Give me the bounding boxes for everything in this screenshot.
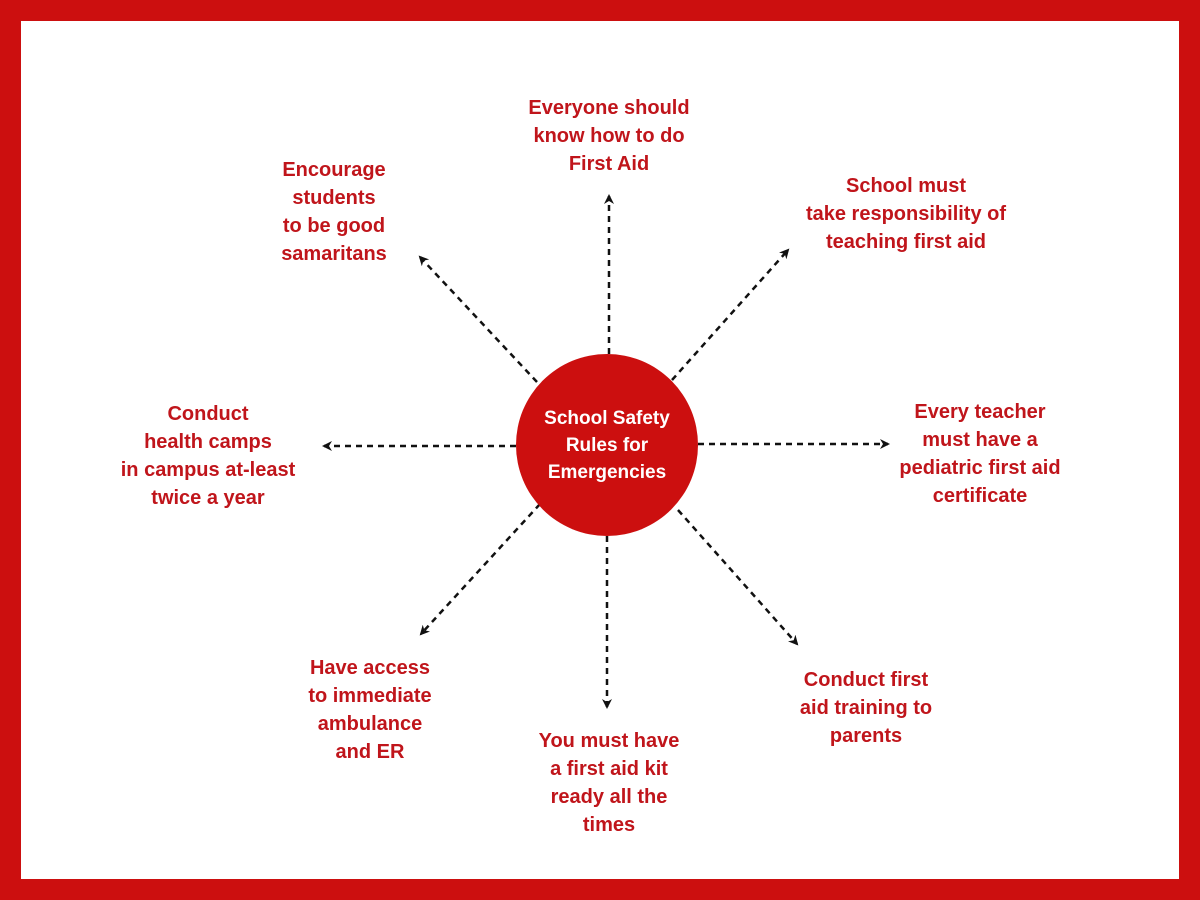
- center-line-1: School Safety: [544, 407, 670, 429]
- node-bottom-left-line-2: to immediate: [308, 685, 432, 707]
- node-left-line-4: twice a year: [151, 487, 265, 509]
- center-node: School Safety Rules for Emergencies: [516, 354, 698, 536]
- node-right-line-3: pediatric first aid: [899, 457, 1061, 479]
- node-left-line-3: in campus at-least: [120, 459, 296, 481]
- node-top-left-line-3: to be good: [282, 215, 386, 237]
- center-line-2: Rules for: [565, 434, 649, 456]
- arrow-top-left: [418, 255, 538, 383]
- node-bottom-line-4: times: [582, 814, 636, 836]
- node-top-left-line-4: samaritans: [281, 243, 387, 265]
- node-top-line-2: know how to do: [533, 125, 685, 147]
- node-bottom-line-2: a first aid kit: [550, 758, 668, 780]
- node-bottom-right: Conduct first aid training to parents: [766, 666, 966, 750]
- node-bottom-left: Have access to immediate ambulance and E…: [270, 654, 470, 766]
- node-right: Every teacher must have a pediatric firs…: [870, 398, 1090, 510]
- node-left: Conduct health camps in campus at-least …: [98, 400, 318, 512]
- node-bottom-line-3: ready all the: [550, 786, 668, 808]
- center-node-label: School Safety Rules for Emergencies: [532, 405, 682, 486]
- node-top-left-line-1: Encourage: [282, 159, 386, 181]
- node-right-line-4: certificate: [932, 485, 1028, 507]
- node-top-line-3: First Aid: [568, 153, 650, 175]
- node-bottom-line-1: You must have: [538, 730, 680, 752]
- node-top-right-line-3: teaching first aid: [825, 231, 987, 253]
- node-left-line-2: health camps: [144, 431, 272, 453]
- node-right-line-1: Every teacher: [914, 401, 1046, 423]
- node-bottom-right-line-3: parents: [829, 725, 903, 747]
- node-top-right-line-2: take responsibility of: [805, 203, 1007, 225]
- node-bottom-left-line-1: Have access: [309, 657, 431, 679]
- node-bottom-left-line-4: and ER: [335, 741, 405, 763]
- arrow-bottom-left: [419, 503, 541, 636]
- arrow-top-right: [671, 248, 790, 381]
- arrow-bottom-right: [677, 509, 799, 646]
- node-bottom-left-line-3: ambulance: [317, 713, 423, 735]
- node-top-line-1: Everyone should: [528, 97, 690, 119]
- node-top-right-line-1: School must: [845, 175, 966, 197]
- node-bottom: You must have a first aid kit ready all …: [509, 727, 709, 839]
- node-right-line-2: must have a: [922, 429, 1038, 451]
- node-left-line-1: Conduct: [167, 403, 249, 425]
- node-top-left: Encourage students to be good samaritans: [254, 156, 414, 268]
- node-top-left-line-2: students: [292, 187, 376, 209]
- node-bottom-right-line-1: Conduct first: [803, 669, 929, 691]
- node-top: Everyone should know how to do First Aid: [509, 94, 709, 178]
- node-top-right: School must take responsibility of teach…: [776, 172, 1036, 256]
- center-line-3: Emergencies: [547, 461, 667, 483]
- node-bottom-right-line-2: aid training to: [799, 697, 933, 719]
